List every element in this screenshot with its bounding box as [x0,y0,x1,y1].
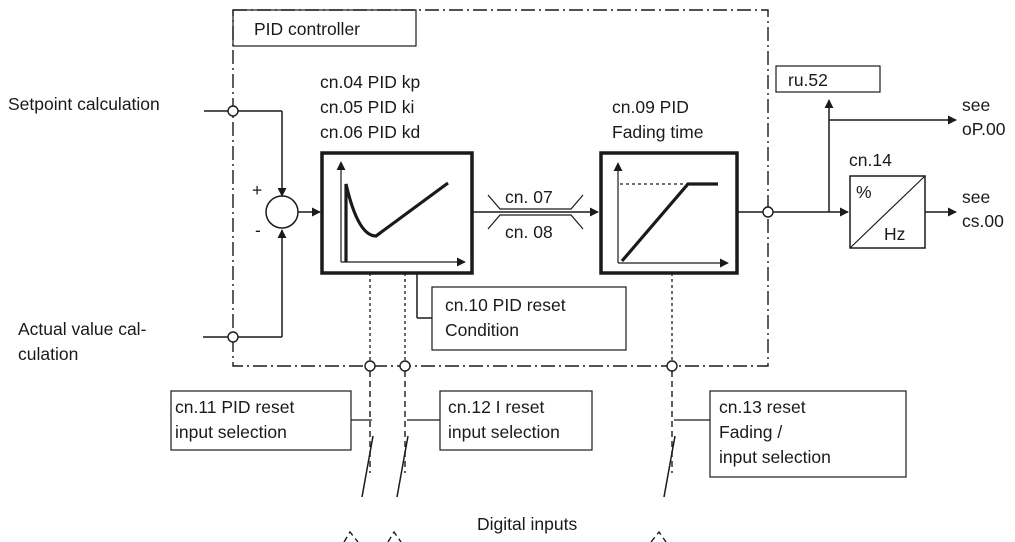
i-reset-selector-label-1: cn.12 I reset [448,397,544,417]
monitor-box [775,65,881,93]
converter-label: cn.14 [849,150,892,170]
pid-reset-switch [361,435,374,498]
i-reset-switch [396,435,409,498]
minus-sign: - [255,220,261,240]
output-node [762,206,774,218]
pid-reset-node [364,360,376,372]
upper-limit-mark [487,194,584,210]
i-reset-node [399,360,411,372]
pid-reset-selector-label-2: input selection [175,422,287,442]
fading-reset-switch [663,435,676,498]
lower-limit-label: cn. 08 [505,222,553,242]
pid-ki-label: cn.05 PID ki [320,97,414,117]
pid-reset-selector-label-1: cn.11 PID reset [175,397,294,417]
controller-frame [232,9,769,367]
fading-label-2: Fading time [612,122,703,142]
lower-limit-mark [487,214,584,230]
upper-limit-label: cn. 07 [505,187,553,207]
pid-response-curve [344,181,449,262]
frame-title: PID controller [254,19,360,39]
converter-diagonal [849,175,926,249]
setpoint-node [227,105,239,117]
digital-inputs-label: Digital inputs [477,514,577,534]
actual-value-label-2: culation [18,344,78,364]
cs-see-label: see [962,187,990,207]
fading-reset-selector-box [709,390,907,478]
op-see-label: see [962,95,990,115]
setpoint-label: Setpoint calculation [8,94,160,114]
frame-title-box [232,9,417,47]
actual-value-node [227,331,239,343]
pid-kp-label: cn.04 PID kp [320,72,420,92]
plus-sign: + [252,180,262,200]
converter-hz: Hz [884,224,905,244]
fading-ramp-curve [620,182,718,263]
fading-reset-node [666,360,678,372]
converter-percent: % [856,182,872,202]
summing-junction [265,195,299,229]
fading-reset-selector-label-3: input selection [719,447,831,467]
monitor-label: ru.52 [788,70,828,90]
i-reset-selector-label-2: input selection [448,422,560,442]
fading-reset-selector-label-2: Fading / [719,422,782,442]
actual-value-label-1: Actual value cal- [18,319,147,339]
fading-label-1: cn.09 PID [612,97,689,117]
cs-target-label: cs.00 [962,211,1004,231]
fading-reset-selector-label-1: cn.13 reset [719,397,806,417]
reset-condition-label-2: Condition [445,320,519,340]
reset-condition-box [431,286,627,351]
fading-block [599,151,739,275]
pid-kd-label: cn.06 PID kd [320,122,420,142]
reset-condition-label-1: cn.10 PID reset [445,295,566,315]
op-target-label: oP.00 [962,119,1006,139]
